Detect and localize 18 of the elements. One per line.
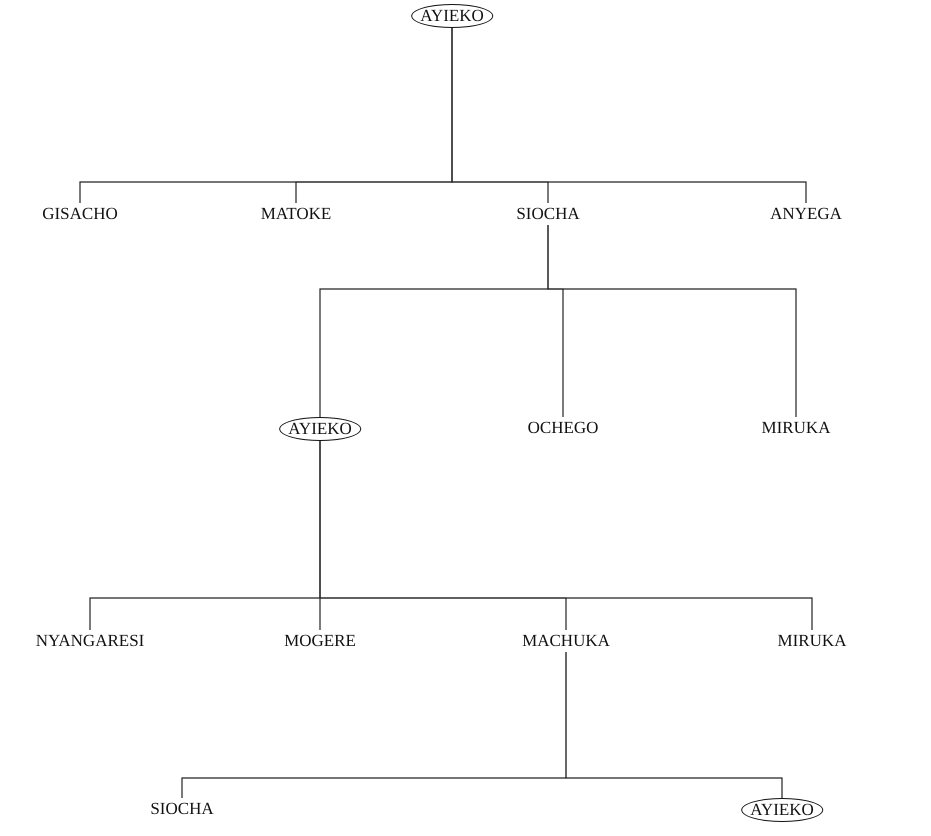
tree-connector — [319, 441, 813, 630]
tree-connector — [451, 28, 807, 203]
name-label: NYANGARESI — [28, 630, 152, 652]
name-label: GISACHO — [34, 203, 126, 225]
circled-name: AYIEKO — [411, 4, 493, 28]
name-label: ANYEGA — [762, 203, 850, 225]
name-label: MATOKE — [252, 203, 340, 225]
name-label: MIRUKA — [754, 417, 838, 439]
tree-connector — [547, 225, 797, 417]
name-label: OCHEGO — [520, 417, 606, 439]
name-label: SIOCHA — [508, 203, 588, 225]
name-label: MACHUKA — [514, 630, 618, 652]
tree-connector — [565, 652, 783, 798]
circled-name: AYIEKO — [279, 417, 361, 441]
name-label: MOGERE — [276, 630, 364, 652]
name-label: MIRUKA — [770, 630, 854, 652]
name-label: SIOCHA — [142, 798, 222, 820]
circled-name: AYIEKO — [741, 798, 823, 822]
